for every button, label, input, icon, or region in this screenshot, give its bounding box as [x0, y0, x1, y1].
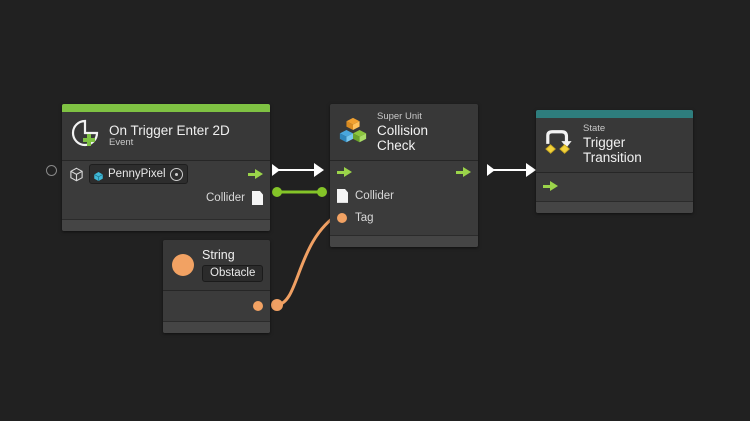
node-body: PennyPixel Collider	[62, 161, 270, 219]
document-icon[interactable]	[337, 188, 348, 203]
gameobject-outline-cube-icon	[69, 167, 84, 182]
node-footer	[536, 200, 693, 213]
node-body	[536, 172, 693, 201]
row-control-flow[interactable]	[536, 173, 693, 201]
node-title: Trigger Transition	[583, 134, 642, 165]
node-accent-bar	[62, 104, 270, 112]
node-collision-check[interactable]: Super Unit Collision Check Collider Tag	[330, 104, 478, 247]
node-footer	[163, 320, 270, 333]
node-footer	[330, 234, 478, 247]
control-input-arrow[interactable]	[543, 181, 558, 192]
orange-dot-large-icon	[172, 253, 194, 276]
port-label-tag: Tag	[355, 211, 374, 224]
row-input-collider[interactable]: Collider	[330, 185, 478, 207]
node-subtitle: Event	[109, 136, 134, 148]
node-header: String Obstacle	[163, 240, 270, 290]
control-input-arrow[interactable]	[337, 167, 352, 178]
edge-control-superunit-to-state	[487, 163, 536, 177]
edge-data-collider	[272, 187, 327, 197]
node-subtitle: State	[583, 123, 606, 134]
divider	[330, 159, 478, 161]
divider	[62, 160, 270, 161]
node-on-trigger-enter-2d[interactable]: On Trigger Enter 2D Event	[62, 104, 270, 231]
node-footer	[62, 219, 270, 231]
divider	[536, 171, 693, 173]
string-value-field[interactable]: Obstacle	[202, 265, 264, 282]
node-accent-bar	[536, 110, 693, 118]
node-title: Collision Check	[377, 122, 429, 153]
node-header: State Trigger Transition	[536, 118, 693, 172]
control-output-arrow[interactable]	[456, 167, 471, 178]
gameobject-cube-icon	[93, 169, 104, 181]
row-target-object[interactable]: PennyPixel	[62, 161, 270, 187]
control-output-arrow[interactable]	[248, 168, 263, 180]
node-body	[163, 290, 270, 321]
port-label-collider: Collider	[355, 189, 394, 202]
orange-dot-icon[interactable]	[337, 212, 347, 223]
port-label-collider: Collider	[206, 192, 245, 204]
row-output-collider[interactable]: Collider	[62, 187, 270, 209]
object-field-value: PennyPixel	[108, 168, 166, 180]
node-body: Collider Tag	[330, 160, 478, 235]
node-title: String	[202, 248, 235, 262]
node-trigger-transition[interactable]: State Trigger Transition	[536, 110, 693, 213]
event-pie-plus-icon	[70, 118, 100, 153]
super-unit-boxes-icon	[338, 115, 368, 150]
row-control-flow[interactable]	[330, 161, 478, 185]
node-header: Super Unit Collision Check	[330, 104, 478, 160]
node-title: On Trigger Enter 2D	[109, 122, 230, 138]
row-input-tag[interactable]: Tag	[330, 207, 478, 229]
divider	[163, 289, 270, 291]
node-selection-handle[interactable]	[46, 165, 57, 176]
target-picker-icon[interactable]	[169, 167, 183, 181]
node-subtitle: Super Unit	[377, 111, 422, 122]
orange-dot-icon[interactable]	[253, 300, 263, 311]
document-icon[interactable]	[252, 191, 263, 205]
row-output-value[interactable]	[163, 291, 270, 321]
state-transition-arrow-icon	[544, 128, 574, 161]
edge-control-event-to-superunit	[272, 163, 324, 177]
object-field[interactable]: PennyPixel	[89, 164, 188, 184]
node-header: On Trigger Enter 2D Event	[62, 112, 270, 160]
node-string[interactable]: String Obstacle	[163, 240, 270, 333]
